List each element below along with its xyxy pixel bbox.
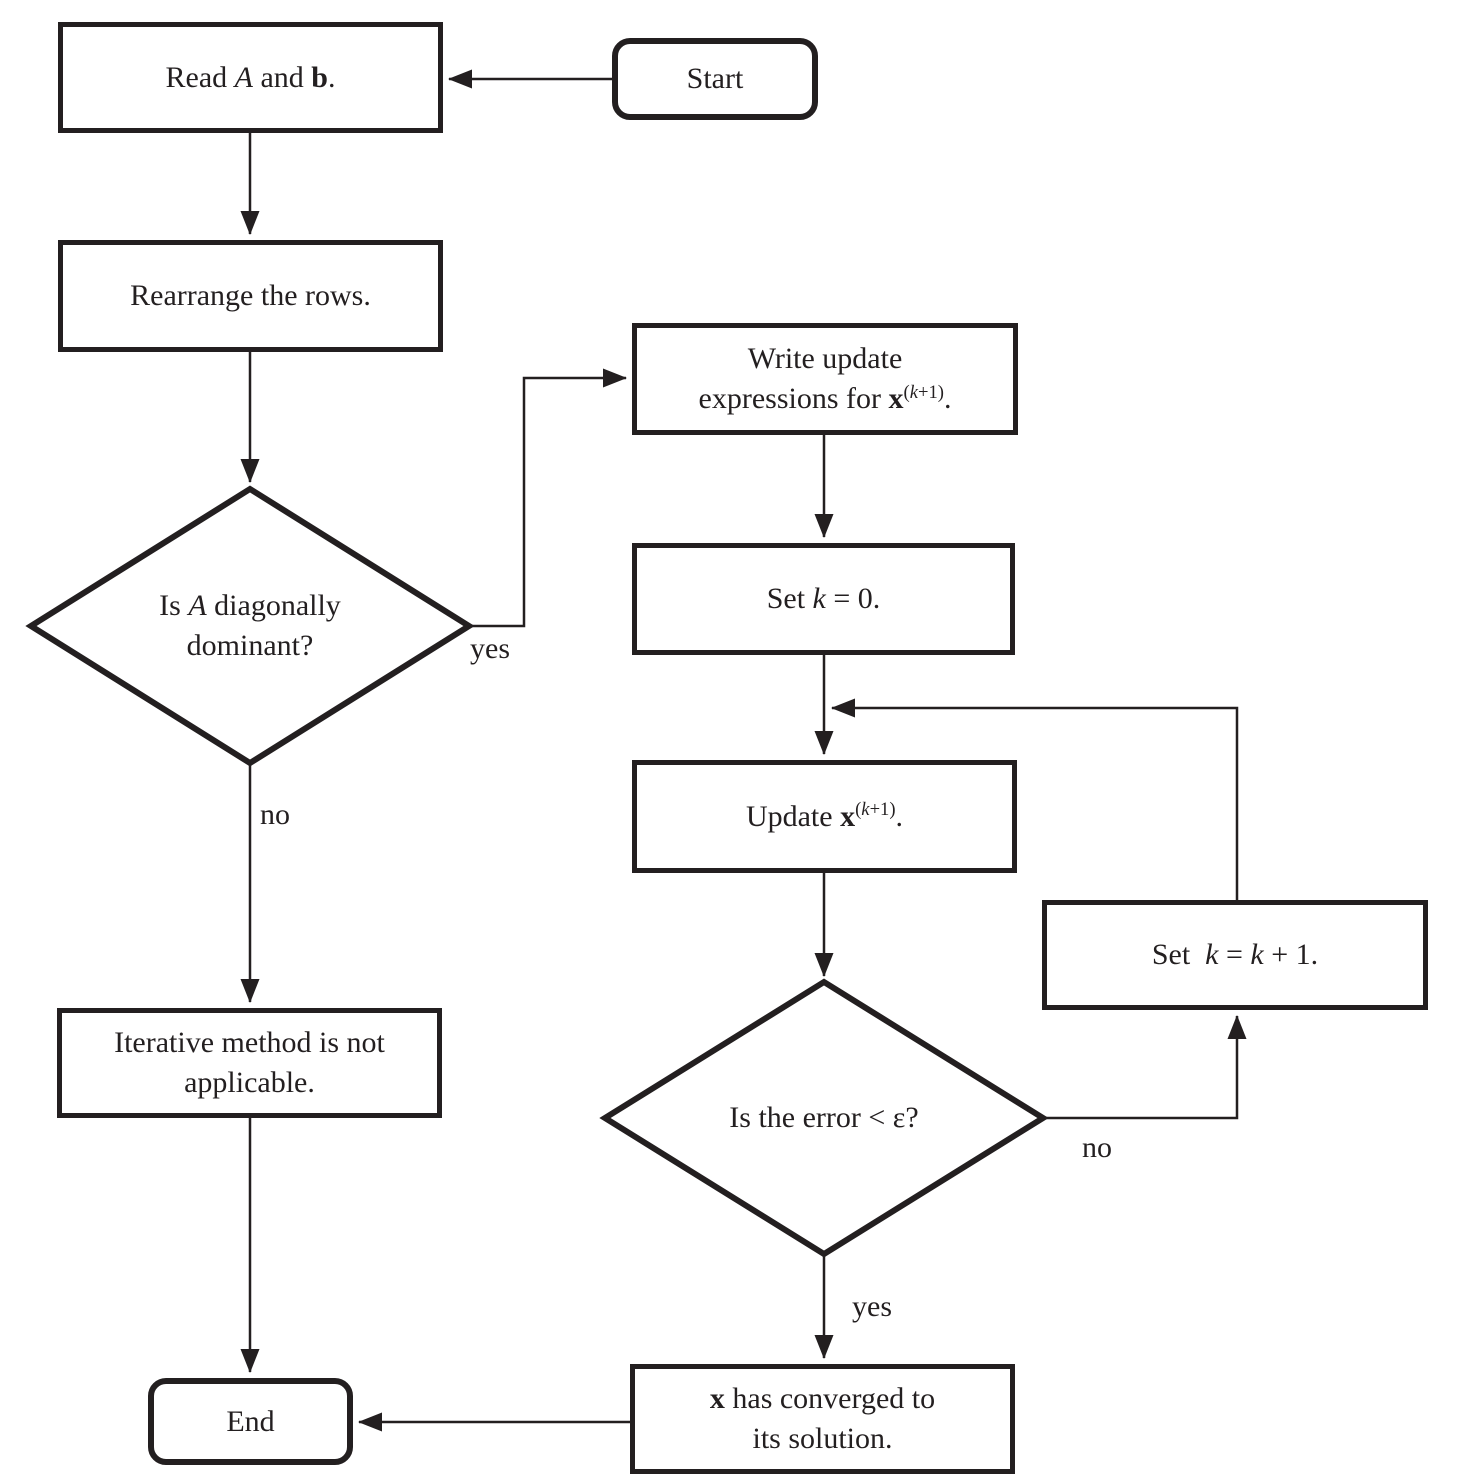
label-line: Set k = k + 1. bbox=[1151, 938, 1319, 972]
label-line: Update x(k+1). bbox=[745, 799, 904, 833]
edge-label-error-check-no: no bbox=[1082, 1131, 1112, 1164]
node-decision-diagonally-dominant: Is A diagonally dominant? bbox=[31, 489, 469, 763]
edge-diagonally-dominant-yes-to-write-update bbox=[469, 368, 627, 628]
edge-label-error-check-yes: yes bbox=[852, 1290, 892, 1323]
edge-label-diagonally-dominant-yes: yes bbox=[470, 632, 510, 665]
label-line: Iterative method is not bbox=[114, 1026, 385, 1060]
node-write-update-expressions: Write update expressions for x(k+1). bbox=[632, 323, 1018, 435]
label-line: Rearrange the rows. bbox=[130, 279, 371, 313]
node-set-k-plus-one: Set k = k + 1. bbox=[1042, 900, 1428, 1010]
label-line: Set k = 0. bbox=[766, 582, 881, 616]
label-line: its solution. bbox=[752, 1422, 893, 1455]
node-end: End bbox=[148, 1378, 353, 1465]
node-decision-error-check: Is the error < ε? bbox=[605, 982, 1043, 1254]
edge-set-k-plus-one-loop-to-update-x bbox=[831, 698, 1239, 900]
node-set-k-zero: Set k = 0. bbox=[632, 543, 1015, 655]
label-line: Start bbox=[686, 62, 744, 96]
label-line: applicable. bbox=[184, 1066, 315, 1099]
node-update-x: Update x(k+1). bbox=[632, 760, 1017, 873]
node-x-converged: x has converged to its solution. bbox=[630, 1364, 1015, 1474]
node-read-a-and-b: Read A and b. bbox=[58, 22, 443, 133]
label-line: dominant? bbox=[186, 629, 314, 662]
node-iterative-not-applicable: Iterative method is not applicable. bbox=[57, 1008, 442, 1118]
edge-error-check-no-to-set-k-plus-one bbox=[1043, 1015, 1247, 1120]
label-line: Is the error < ε? bbox=[729, 1101, 919, 1135]
label-line: Is A diagonally bbox=[159, 589, 341, 623]
label-line: expressions for x(k+1). bbox=[698, 381, 952, 415]
label-line: Read A and b. bbox=[165, 60, 336, 94]
label-line: x has converged to bbox=[709, 1382, 936, 1416]
label-line: End bbox=[226, 1404, 275, 1438]
edge-label-diagonally-dominant-no: no bbox=[260, 798, 290, 831]
node-start: Start bbox=[612, 38, 818, 120]
label-line: Write update bbox=[747, 342, 903, 376]
node-rearrange-rows: Rearrange the rows. bbox=[58, 240, 443, 352]
decision-diagonally-dominant-shape bbox=[25, 485, 475, 767]
decision-error-check-shape bbox=[599, 978, 1049, 1258]
